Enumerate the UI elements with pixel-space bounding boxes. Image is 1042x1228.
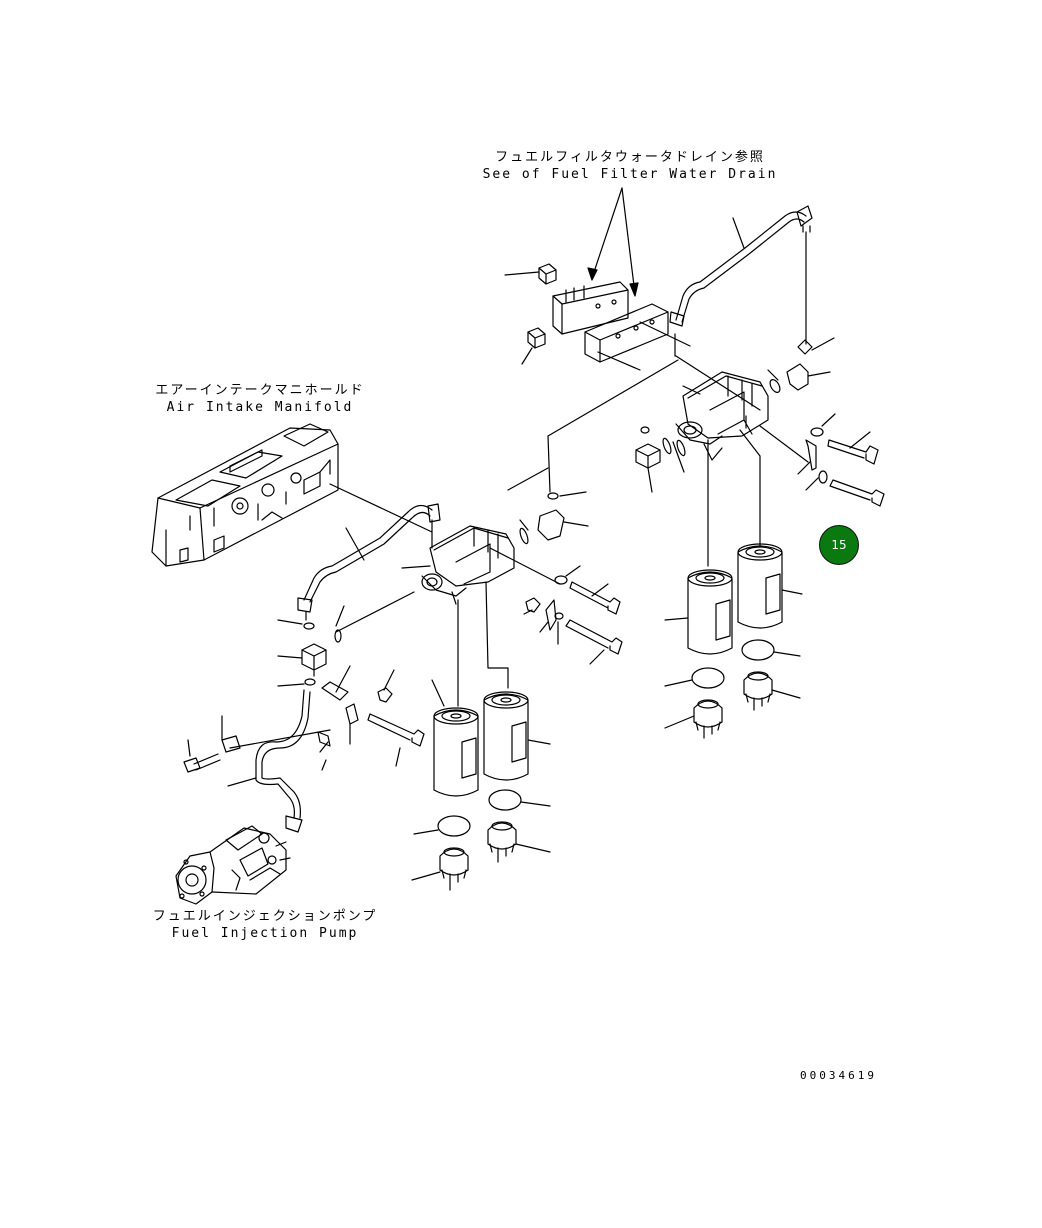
left-fuel-pipe [298, 504, 440, 620]
air-intake-callout: エアーインテークマニホールド Air Intake Manifold [150, 382, 370, 416]
air-intake-manifold [152, 424, 432, 566]
right-filter-head [636, 334, 884, 566]
fuel-injection-pump [176, 826, 290, 904]
upper-fuel-pipe [670, 206, 834, 354]
lower-left-fittings [184, 606, 424, 832]
water-drain-callout: フュエルフィルタウォータドレイン参照 See of Fuel Filter Wa… [470, 149, 790, 183]
left-filters [412, 680, 550, 890]
injection-pump-callout-jp: フュエルインジェクションポンプ [152, 909, 378, 924]
water-drain-leader-arrows [588, 188, 638, 296]
water-drain-callout-en: See of Fuel Filter Water Drain [482, 167, 778, 182]
injection-pump-callout-en: Fuel Injection Pump [171, 926, 359, 941]
drawing-number: 00034619 [800, 1069, 877, 1082]
air-intake-callout-en: Air Intake Manifold [166, 400, 354, 415]
injection-pump-callout: フュエルインジェクションポンプ Fuel Injection Pump [130, 908, 400, 942]
water-drain-brackets [505, 264, 690, 370]
right-filters [665, 544, 802, 738]
water-drain-callout-jp: フュエルフィルタウォータドレイン参照 [495, 150, 765, 165]
part-number-badge[interactable]: 15 [819, 525, 859, 565]
air-intake-callout-jp: エアーインテークマニホールド [155, 383, 365, 398]
left-filter-head [336, 360, 678, 706]
